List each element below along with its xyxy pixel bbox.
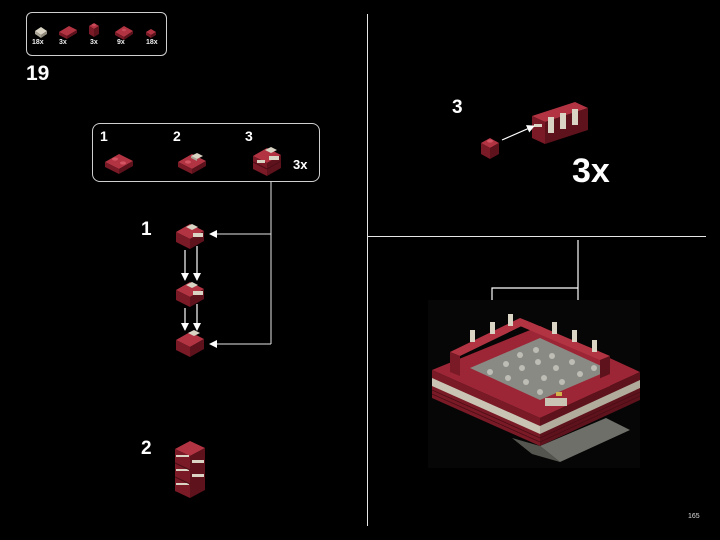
part-plate-1x1-icon (146, 29, 156, 38)
part-tile-icon (35, 27, 47, 38)
part-brick-icon (89, 23, 99, 37)
loose-brick (481, 138, 499, 159)
insert-arrow (501, 125, 535, 141)
part-count: 3x (90, 39, 98, 46)
parts-list-box: 18x 3x 3x 9x 18x (26, 12, 167, 56)
right-step-multiplier: 3x (572, 152, 610, 190)
sub-step-label: 2 (173, 128, 181, 144)
sub-step-label: 3 (245, 128, 253, 144)
part-count: 3x (59, 39, 67, 46)
step-number: 19 (26, 62, 50, 85)
sub-step-3-stack (252, 147, 282, 176)
wall-segment-sub (532, 102, 588, 144)
parts-icons (35, 23, 156, 40)
part-count: 18x (146, 39, 158, 46)
part-plate-1x2-icon (59, 26, 77, 39)
stack-down-arrows (181, 246, 201, 331)
main-model (428, 300, 641, 468)
page-number: 165 (688, 513, 700, 520)
sub-multiplier: 3x (293, 157, 308, 172)
part-count: 9x (117, 39, 125, 46)
stack-brick-top (176, 224, 204, 249)
stack-brick-middle (176, 282, 204, 307)
vertical-divider (367, 14, 368, 526)
stack-brick-bottom (176, 330, 204, 357)
sub-step-1-plate (105, 154, 133, 174)
build-step-label: 2 (141, 438, 152, 459)
connector-arrows (209, 182, 272, 348)
sub-step-2-plate-tile (178, 153, 206, 174)
right-step-label: 3 (452, 97, 463, 118)
horizontal-divider (368, 236, 706, 237)
sub-step-label: 1 (100, 128, 108, 144)
part-plate-offset-icon (115, 26, 133, 40)
part-count: 18x (32, 39, 44, 46)
build-step-label: 1 (141, 219, 152, 240)
finished-column (174, 441, 205, 498)
sub-assembly-box: 1 2 3 3x (92, 123, 320, 182)
